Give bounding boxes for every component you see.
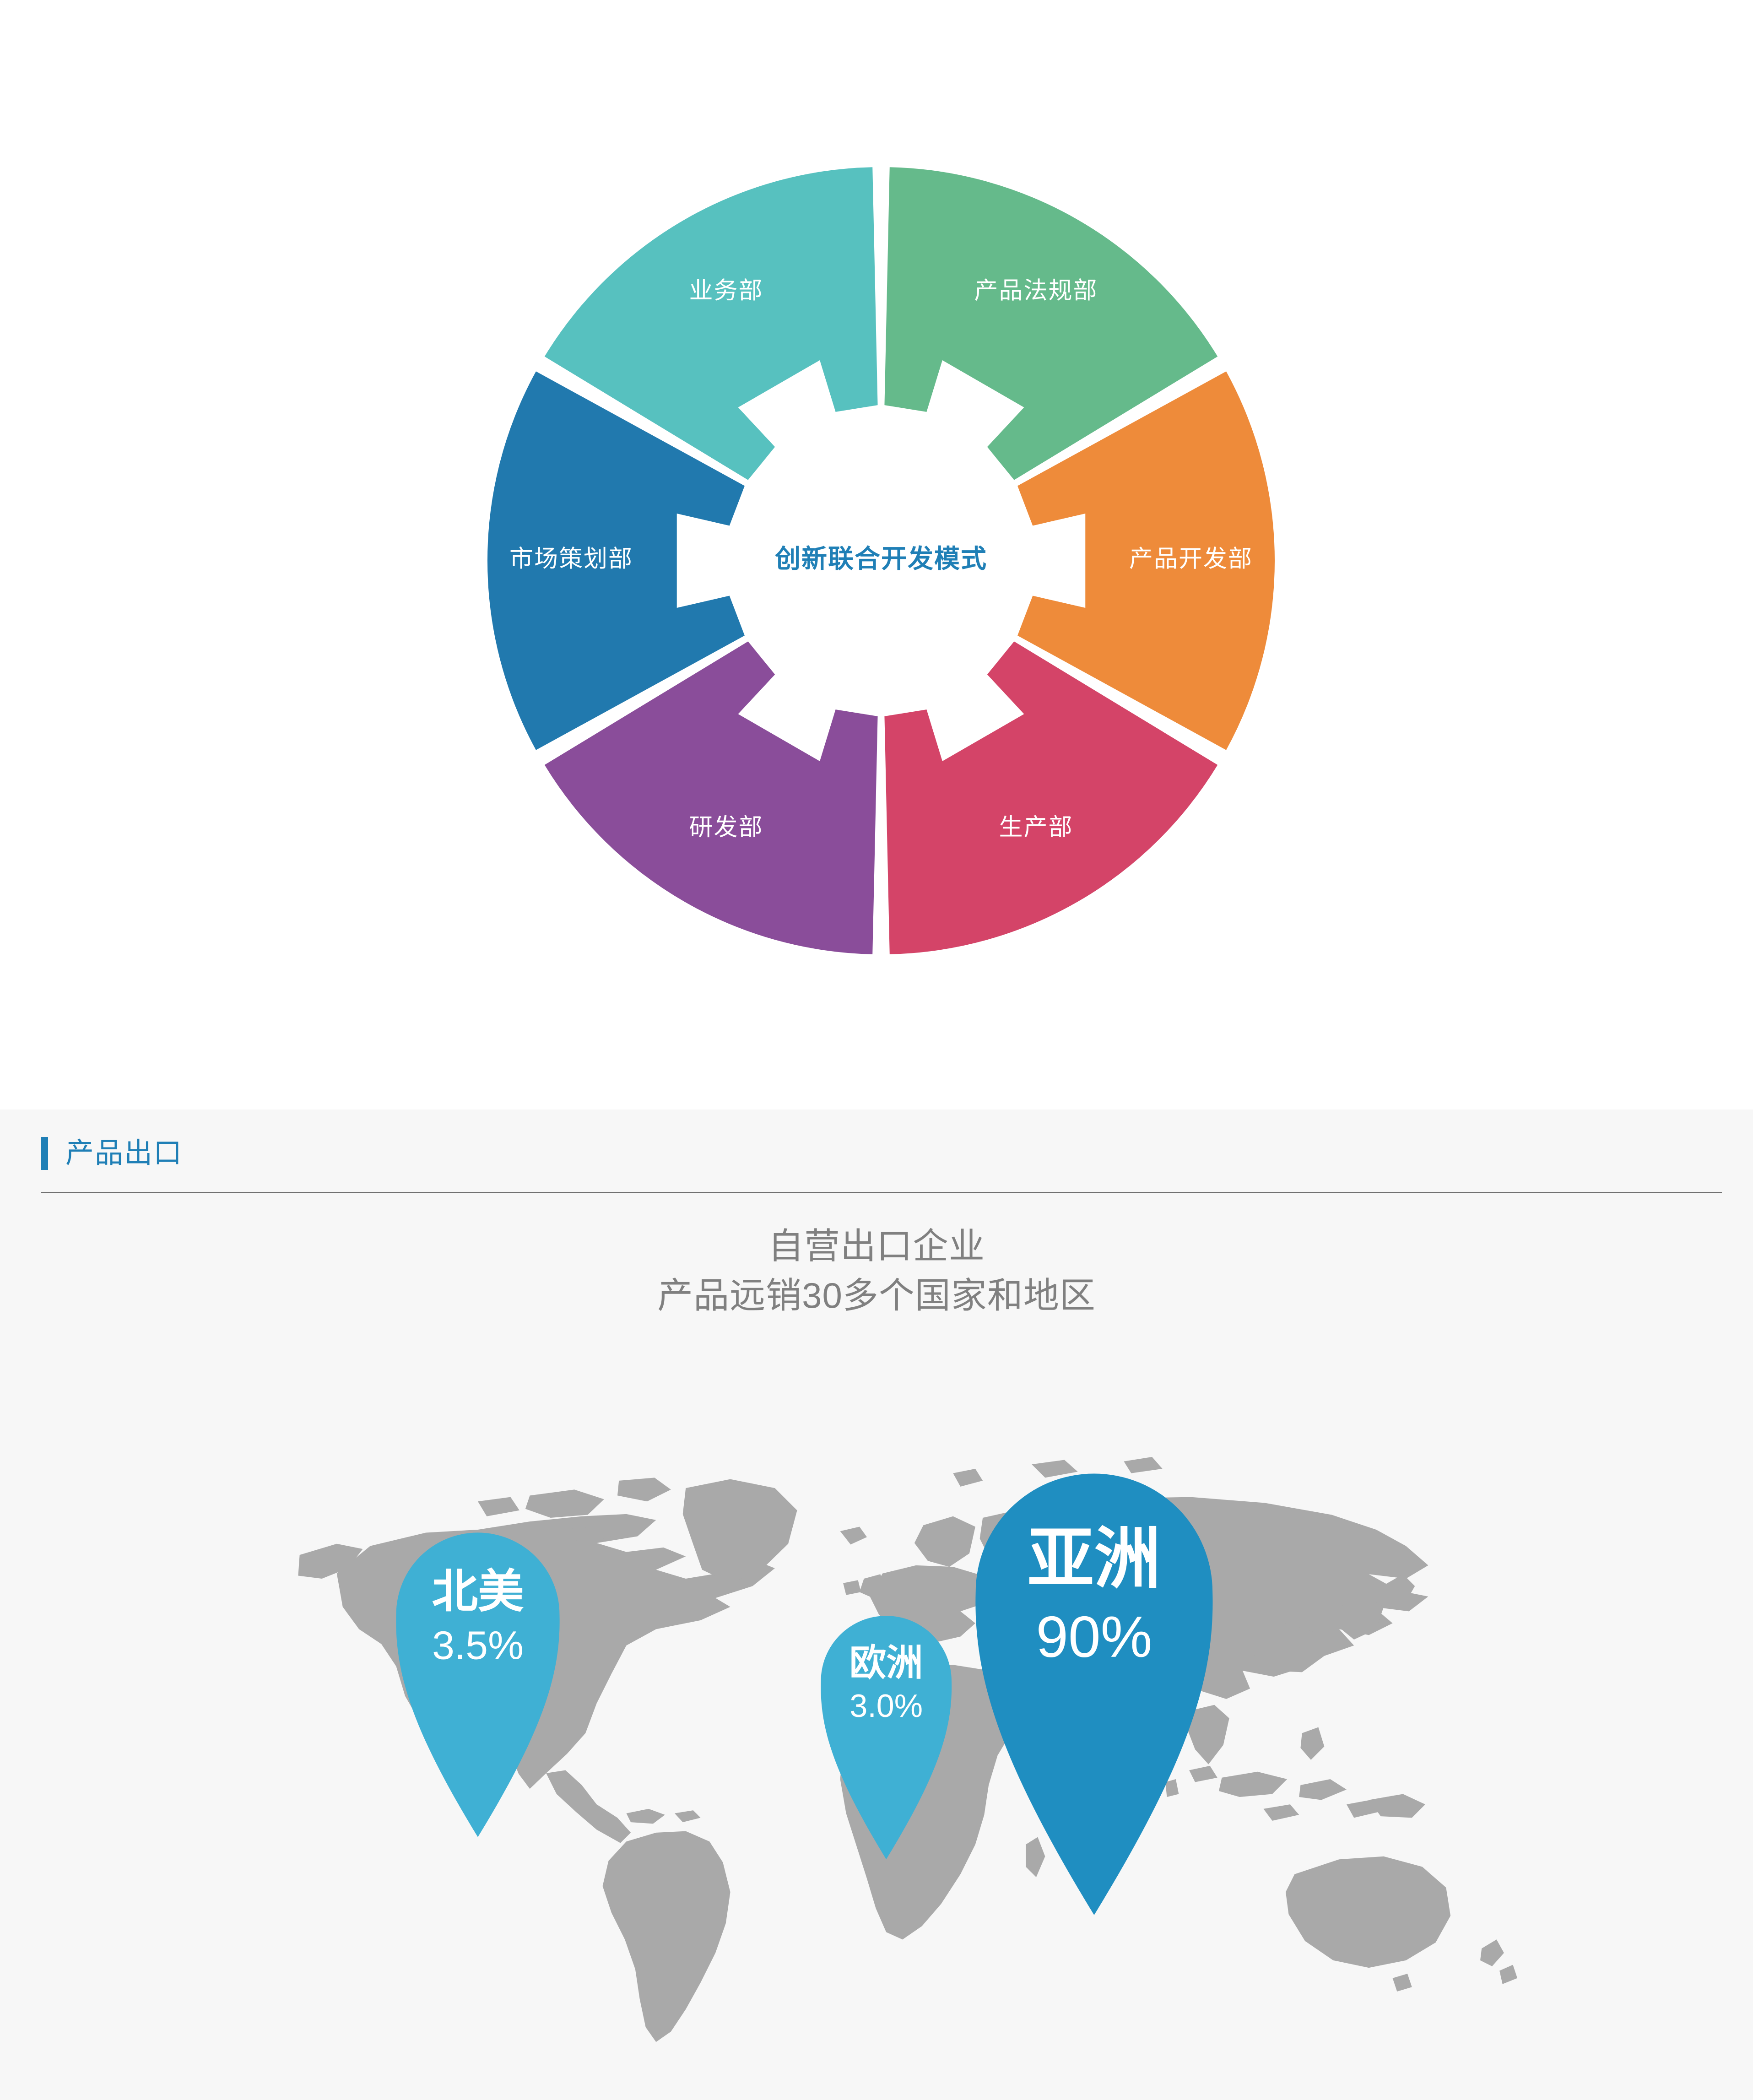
map-landmass	[1032, 1460, 1078, 1478]
map-landmass	[525, 1489, 604, 1518]
map-pin[interactable]: 北美 3.5%	[396, 1532, 560, 1837]
map-pin-shape	[396, 1532, 560, 1837]
map-landmass	[1165, 1779, 1179, 1797]
map-pin-value: 3.0%	[849, 1688, 923, 1724]
wheel-segment-label: 研发部	[689, 814, 763, 841]
map-pin[interactable]: 欧洲 3.0%	[821, 1616, 952, 1860]
map-landmass	[1218, 1771, 1288, 1797]
wheel-segment[interactable]	[487, 371, 745, 750]
map-landmass	[1187, 1705, 1229, 1764]
wheel-segment[interactable]	[884, 167, 1218, 480]
map-pin-name: 欧洲	[849, 1642, 923, 1683]
map-landmass	[602, 1831, 730, 2042]
hex-wheel-diagram: 产品法规部产品开发部生产部 研发部 市场策划部 业务部 创新联合开发模式	[467, 146, 1295, 975]
wheel-segment[interactable]	[544, 641, 878, 954]
map-landmass	[1026, 1837, 1045, 1878]
map-pin-name: 北美	[432, 1566, 524, 1617]
map-landmass	[1499, 1965, 1518, 1984]
map-pin-value: 3.5%	[432, 1623, 524, 1668]
map-landmass	[546, 1770, 631, 1843]
wheel-segment[interactable]	[1017, 371, 1275, 750]
wheel-segment-label: 业务部	[689, 277, 763, 304]
section-divider-rule	[41, 1192, 1722, 1193]
product-export-section: 产品出口 自营出口企业 产品远销30多个国家和地区 北美 3.5% 欧洲 3.0% 亚洲…	[0, 1110, 1753, 2100]
map-heading-line-2: 产品远销30多个国家和地区	[657, 1275, 1096, 1315]
map-landmass	[617, 1478, 671, 1502]
map-pin-shape	[821, 1616, 952, 1860]
map-landmass	[1337, 1596, 1384, 1640]
map-pin-value: 90%	[1036, 1604, 1152, 1669]
map-landmass	[1347, 1800, 1380, 1818]
map-landmass	[298, 1543, 363, 1579]
section-accent-bar	[41, 1137, 48, 1170]
map-pin-shape	[975, 1473, 1213, 1915]
map-landmass	[1480, 1939, 1504, 1966]
map-landmass	[682, 1479, 797, 1583]
map-landmass	[1285, 1856, 1451, 1968]
org-wheel-section: 产品法规部产品开发部生产部 研发部 市场策划部 业务部 创新联合开发模式	[467, 146, 1295, 975]
wheel-center-label: 创新联合开发模式	[775, 544, 987, 573]
wheel-segment-label: 产品法规部	[974, 277, 1098, 304]
map-landmass	[626, 1808, 665, 1824]
map-landmass	[1124, 1456, 1163, 1473]
map-landmass	[914, 1516, 975, 1567]
map-pin-name: 亚洲	[1028, 1521, 1161, 1596]
map-landmass	[559, 1526, 611, 1543]
map-landmass	[478, 1497, 519, 1516]
map-landmass	[674, 1810, 701, 1823]
map-landmass	[843, 1580, 861, 1595]
map-landmass	[953, 1468, 983, 1487]
map-landmass	[1299, 1779, 1347, 1800]
wheel-segment-label: 生产部	[999, 814, 1073, 841]
map-landmass	[840, 1526, 867, 1545]
map-heading-line-1: 自营出口企业	[768, 1226, 985, 1266]
section-header: 产品出口	[41, 1136, 183, 1171]
map-landmass	[1250, 1623, 1325, 1672]
wheel-segment[interactable]	[884, 641, 1218, 954]
map-landmass	[859, 1574, 887, 1598]
wheel-segment-label: 市场策划部	[509, 546, 633, 573]
map-landmass	[1189, 1765, 1217, 1782]
map-heading: 自营出口企业 产品远销30多个国家和地区	[0, 1222, 1753, 1320]
wheel-segment[interactable]	[544, 167, 878, 480]
map-landmass	[1300, 1727, 1325, 1760]
map-landmass	[1369, 1794, 1425, 1818]
map-pin[interactable]: 亚洲 90%	[975, 1473, 1213, 1915]
map-landmass	[1263, 1804, 1299, 1821]
wheel-segments-group	[487, 167, 1275, 954]
section-title: 产品出口	[65, 1137, 183, 1169]
wheel-segment-label: 产品开发部	[1129, 546, 1253, 573]
map-landmass	[1392, 1974, 1412, 1992]
map-landmass	[1382, 1574, 1415, 1607]
